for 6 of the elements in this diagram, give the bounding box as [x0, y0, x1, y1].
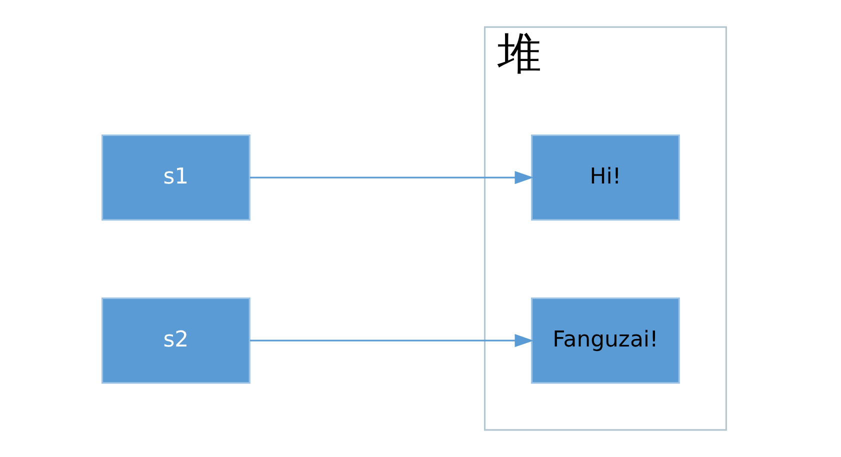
node-box: s2: [101, 297, 250, 384]
node-box: Fanguzai!: [531, 297, 680, 384]
arrow: [250, 334, 534, 348]
arrow: [250, 170, 534, 184]
node-box: Hi!: [531, 134, 680, 221]
node-box: s1: [101, 134, 250, 221]
